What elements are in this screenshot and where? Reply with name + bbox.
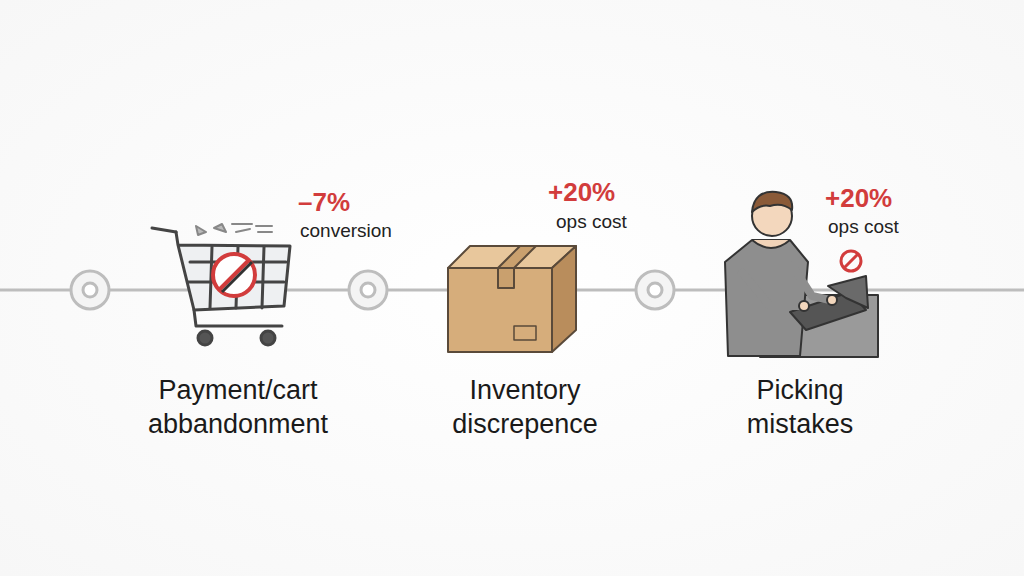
metric-caption: ops cost — [556, 210, 666, 234]
metric-caption: ops cost — [828, 215, 938, 239]
prohibition-sign — [841, 251, 861, 271]
cart-illustration — [152, 224, 290, 345]
timeline-marker — [636, 271, 674, 309]
box-illustration — [448, 246, 576, 352]
metric-value: +20% — [548, 176, 638, 209]
metric-value: –7% — [298, 186, 388, 219]
timeline-marker — [71, 271, 109, 309]
metric-caption: conversion — [300, 219, 420, 243]
prohibition-sign — [213, 254, 255, 296]
metric-value: +20% — [825, 182, 915, 215]
stage-label: Picking mistakes — [730, 374, 870, 442]
timeline-marker — [349, 271, 387, 309]
stage-label: Payment/cart abbandonment — [138, 374, 338, 442]
stage-label: Inventory discrepence — [435, 374, 615, 442]
